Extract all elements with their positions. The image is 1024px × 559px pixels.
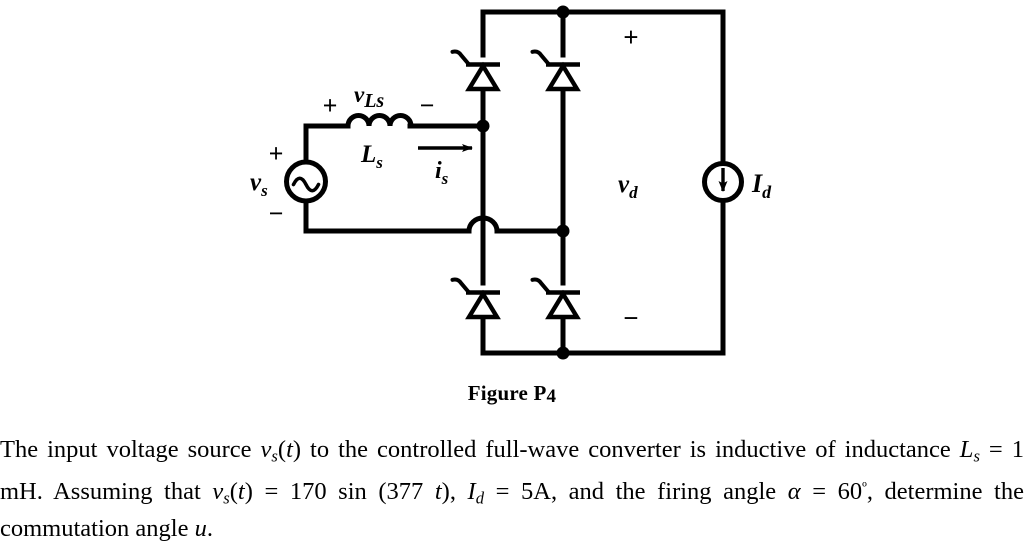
label-Id: Id	[751, 169, 772, 202]
vs-subscript-2: s	[223, 488, 230, 508]
u-symbol: u	[194, 515, 207, 543]
label-source-minus: −	[269, 199, 284, 228]
label-Ls: Ls	[360, 141, 383, 172]
problem-text-4: = 1 mH. Assuming that	[0, 436, 1024, 505]
label-vs: vs	[250, 169, 268, 200]
thyristor-T3-triangle	[545, 61, 581, 92]
vs-symbol: v	[260, 436, 272, 463]
thyristor-T4-triangle	[465, 289, 501, 320]
thyristor-T2	[530, 277, 581, 320]
label-inductor-minus: −	[420, 91, 435, 120]
L-subscript: s	[973, 446, 980, 466]
junction-dot-ac-lower	[556, 224, 570, 238]
thyristor-T3	[530, 49, 581, 92]
label-source-plus: +	[269, 139, 284, 168]
thyristor-T4	[450, 277, 501, 320]
problem-text-3: ) to the controlled full-wave converter …	[292, 436, 960, 463]
thyristor-T3-gate-lead	[530, 49, 551, 67]
thyristor-T1-triangle	[465, 61, 501, 92]
label-is: is	[435, 158, 449, 188]
thyristor-T1-gate-lead	[450, 49, 471, 67]
problem-text-6: ) = 170 sin (377	[244, 477, 435, 505]
problem-text-1: The input voltage source	[0, 436, 261, 463]
junction-dot-top-rail	[556, 5, 570, 19]
degree-symbol: º	[862, 478, 867, 496]
problem-text-7: ),	[441, 477, 468, 505]
problem-text-2: (	[277, 436, 287, 463]
thyristor-T2-gate-lead	[530, 277, 551, 295]
figure-caption: Figure P4	[0, 381, 1024, 407]
label-dc-plus: +	[623, 22, 638, 52]
vs-symbol-2: v	[212, 477, 224, 505]
alpha-symbol: α	[787, 477, 801, 505]
thyristor-T2-triangle	[545, 289, 581, 320]
problem-text-10: , determine the commutation angle	[0, 477, 1024, 543]
label-inductor-plus: +	[323, 91, 338, 120]
vs-subscript: s	[271, 446, 278, 466]
problem-paragraph: The input voltage source vs(t) to the co…	[0, 434, 1024, 544]
problem-text-5: (	[229, 477, 238, 505]
L-symbol: L	[959, 436, 974, 463]
figure-caption-number: 4	[546, 386, 557, 407]
label-dc-minus: −	[623, 303, 638, 333]
problem-text-9: = 60	[800, 477, 863, 505]
junction-dots	[476, 5, 570, 360]
problem-text-11: .	[206, 515, 213, 543]
t-symbol-3: t	[434, 477, 442, 505]
figure-caption-prefix: Figure P	[467, 381, 547, 405]
Id-subscript: d	[475, 488, 485, 508]
label-vd: vd	[618, 171, 638, 202]
Id-symbol: I	[467, 477, 476, 505]
dc-current-source-Id	[702, 161, 744, 203]
problem-text-8: = 5A, and the firing angle	[484, 477, 788, 505]
junction-dot-ac-upper	[476, 119, 490, 133]
circuit-figure: vs + − + − vLs Ls is vd	[250, 5, 772, 360]
circuit-wires	[303, 9, 726, 356]
t-symbol-2: t	[237, 477, 245, 505]
thyristor-T1	[450, 49, 501, 92]
inductor-coil-path	[345, 113, 414, 129]
t-symbol-1: t	[286, 436, 293, 463]
circuit-diagram-svg: vs + − + − vLs Ls is vd	[250, 5, 772, 360]
ac-voltage-source	[284, 159, 328, 204]
label-vLs: vLs	[354, 82, 384, 112]
wire-source-to-inductor	[303, 123, 351, 166]
problem-statement: The input voltage source vs(t) to the co…	[0, 434, 1024, 544]
wire-source-bottom-return	[303, 197, 472, 234]
junction-dot-bottom-rail	[556, 346, 570, 360]
thyristor-T4-gate-lead	[450, 277, 471, 295]
